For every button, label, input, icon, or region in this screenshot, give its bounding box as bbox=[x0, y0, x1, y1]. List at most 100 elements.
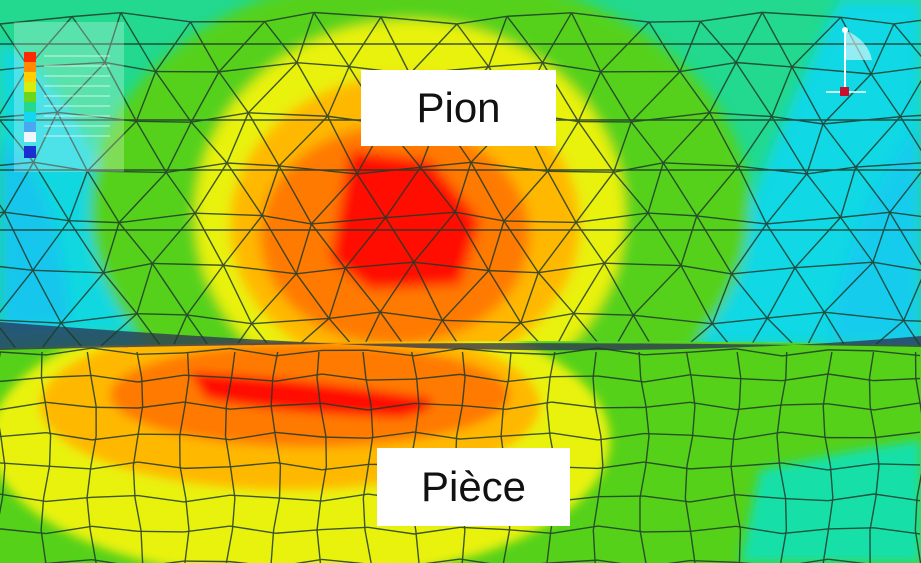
mesh-edge bbox=[275, 431, 323, 438]
mesh-edge bbox=[222, 264, 253, 325]
mesh-edge bbox=[218, 71, 249, 114]
mesh-edge bbox=[379, 311, 417, 348]
mesh-edge bbox=[780, 529, 788, 563]
mesh-edge bbox=[441, 270, 490, 321]
mesh-edge bbox=[766, 216, 841, 225]
mesh-edge bbox=[735, 404, 783, 411]
mesh-edge bbox=[348, 16, 382, 67]
mesh-edge bbox=[316, 351, 320, 379]
mesh-edge bbox=[28, 61, 106, 68]
mesh-edge bbox=[854, 320, 905, 348]
mesh-edge bbox=[551, 432, 599, 441]
mesh-edge bbox=[899, 65, 921, 118]
mesh-edge bbox=[367, 431, 415, 439]
mesh-edge bbox=[136, 263, 153, 314]
mesh-edge bbox=[577, 121, 615, 173]
mesh-edge bbox=[413, 261, 489, 272]
mesh-edge bbox=[734, 497, 742, 531]
mesh-edge bbox=[295, 223, 313, 275]
mesh-edge bbox=[218, 21, 266, 73]
mesh-edge bbox=[275, 497, 323, 502]
mesh-edge bbox=[573, 262, 605, 314]
mesh-edge bbox=[413, 526, 461, 535]
mesh-edge bbox=[633, 314, 713, 325]
mesh-edge bbox=[613, 171, 649, 214]
mesh-edge bbox=[903, 270, 921, 321]
mesh-edge bbox=[296, 61, 350, 68]
mesh-edge bbox=[643, 374, 691, 383]
mesh-edge bbox=[872, 261, 905, 321]
mesh-edge bbox=[731, 267, 796, 275]
mesh-edge bbox=[547, 170, 614, 173]
mesh-edge bbox=[537, 272, 575, 314]
mesh-edge bbox=[823, 311, 856, 348]
pion-label: Pion bbox=[361, 70, 556, 146]
mesh-edge bbox=[135, 71, 157, 122]
mesh-edge bbox=[140, 529, 144, 563]
mesh-edge bbox=[502, 529, 511, 563]
mesh-edge bbox=[356, 173, 387, 219]
mesh-edge bbox=[91, 433, 139, 441]
mesh-edge bbox=[597, 432, 645, 441]
mesh-edge bbox=[643, 401, 691, 409]
mesh-edge bbox=[766, 267, 796, 319]
mesh-edge bbox=[179, 405, 186, 437]
mesh-edge bbox=[310, 223, 346, 269]
mesh-edge bbox=[684, 465, 688, 499]
mesh-edge bbox=[40, 497, 45, 531]
mesh-edge bbox=[86, 465, 92, 499]
mesh-edge bbox=[32, 220, 70, 271]
mesh-edge bbox=[320, 465, 328, 499]
mesh-edge bbox=[870, 23, 895, 75]
mesh-edge bbox=[575, 171, 615, 223]
mesh-edge bbox=[679, 21, 702, 72]
mesh-edge bbox=[822, 123, 857, 168]
mesh-edge bbox=[0, 497, 4, 531]
mesh-edge bbox=[0, 462, 47, 467]
mesh-edge bbox=[151, 212, 196, 264]
mesh-edge bbox=[639, 465, 647, 499]
mesh-edge bbox=[0, 435, 6, 467]
mesh-edge bbox=[791, 66, 872, 75]
mesh-edge bbox=[321, 402, 369, 411]
mesh-edge bbox=[367, 378, 415, 381]
mesh-edge bbox=[738, 377, 742, 407]
mesh-edge bbox=[822, 529, 830, 563]
mesh-edge bbox=[367, 435, 374, 467]
mesh-edge bbox=[781, 462, 829, 471]
mesh-edge bbox=[689, 465, 737, 470]
mesh-edge bbox=[179, 465, 187, 499]
mesh-edge bbox=[222, 215, 263, 266]
mesh-edge bbox=[419, 166, 456, 213]
mesh-edge bbox=[0, 431, 47, 438]
mesh-edge bbox=[183, 466, 231, 470]
mesh-edge bbox=[679, 61, 737, 73]
mesh-edge bbox=[380, 16, 457, 25]
mesh-edge bbox=[696, 215, 767, 225]
mesh-edge bbox=[328, 267, 346, 319]
pion-body-contour bbox=[0, 0, 921, 348]
mesh-edge bbox=[459, 435, 507, 440]
mesh-edge bbox=[0, 319, 30, 348]
mesh-edge bbox=[608, 314, 634, 348]
mesh-edge bbox=[296, 267, 346, 275]
mesh-edge bbox=[0, 269, 34, 321]
mesh-edge bbox=[643, 495, 691, 503]
mesh-edge bbox=[781, 528, 829, 535]
mesh-edge bbox=[639, 377, 647, 407]
mesh-edge bbox=[597, 375, 645, 383]
mesh-edge bbox=[195, 212, 263, 217]
mesh-edge bbox=[689, 434, 737, 441]
mesh-edge bbox=[225, 377, 233, 407]
mesh-edge bbox=[806, 173, 842, 218]
mesh-edge bbox=[313, 11, 381, 18]
mesh-edge bbox=[272, 351, 279, 379]
mesh-edge bbox=[251, 323, 282, 348]
mesh-edge bbox=[135, 120, 167, 173]
mesh-edge bbox=[781, 497, 829, 502]
mesh-edge bbox=[155, 71, 192, 123]
mesh-edge bbox=[262, 214, 312, 225]
mesh-edge bbox=[549, 351, 556, 379]
mesh-edge bbox=[296, 12, 315, 63]
mesh-edge bbox=[731, 273, 768, 319]
